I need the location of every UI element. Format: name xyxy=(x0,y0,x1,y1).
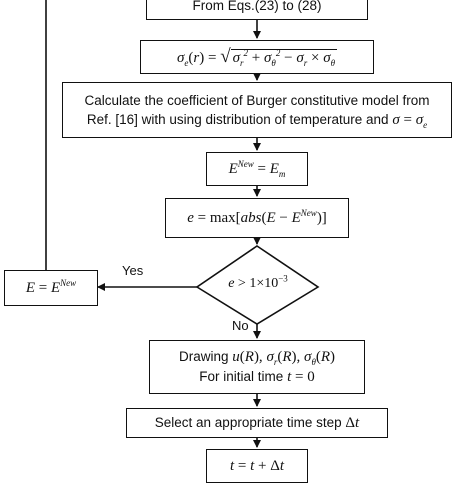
decision-diamond xyxy=(195,245,320,325)
update-formula: E = ENew xyxy=(25,277,77,296)
time-step-line: Select an appropriate time step Δt xyxy=(155,413,359,433)
drawing-line1-text: Drawing xyxy=(178,349,229,364)
increment-formula: t = t + Δt xyxy=(229,457,285,474)
sigma-e-formula: σe(r) = √σr2 + σθ2 − σr × σθ xyxy=(176,46,338,68)
e-new-formula: ENew = Em xyxy=(228,158,286,179)
drawing-line2: For initial time t = 0 xyxy=(199,367,314,387)
step-top-box: From Eqs.(23) to (28) xyxy=(146,0,368,20)
burger-line2-math: σ = σe xyxy=(392,111,428,130)
step-burger: Calculate the coefficient of Burger cons… xyxy=(62,82,452,138)
step-sigma-e: σe(r) = √σr2 + σθ2 − σr × σθ xyxy=(140,40,374,74)
burger-line2-text: Ref. [16] with using distribution of tem… xyxy=(86,111,389,127)
edge-label-no: No xyxy=(232,318,249,333)
step-top-label: From Eqs.(23) to (28) xyxy=(192,0,322,13)
step-drawing: Drawing u(R), σr(R), σθ(R) For initial t… xyxy=(149,340,365,394)
step-e-max: e = max[abs(E − ENew)] xyxy=(165,198,349,238)
decision-label: e > 1×10−3 xyxy=(228,273,288,291)
step-increment: t = t + Δt xyxy=(206,449,308,483)
edge-label-yes: Yes xyxy=(122,263,144,278)
drawing-line2-text: For initial time xyxy=(199,369,284,384)
burger-line2: Ref. [16] with using distribution of tem… xyxy=(87,110,427,130)
step-update: E = ENew xyxy=(4,270,98,306)
time-step-text: Select an appropriate time step xyxy=(154,415,342,430)
e-max-formula: e = max[abs(E − ENew)] xyxy=(187,207,327,226)
drawing-line2-math: t = 0 xyxy=(287,369,315,385)
time-step-math: Δt xyxy=(345,415,360,431)
step-e-new: ENew = Em xyxy=(206,152,308,186)
drawing-line1-math: u(R), σr(R), σθ(R) xyxy=(232,349,336,367)
step-time-step: Select an appropriate time step Δt xyxy=(126,408,388,438)
drawing-line1: Drawing u(R), σr(R), σθ(R) xyxy=(179,347,335,367)
burger-line1: Calculate the coefficient of Burger cons… xyxy=(84,92,430,108)
